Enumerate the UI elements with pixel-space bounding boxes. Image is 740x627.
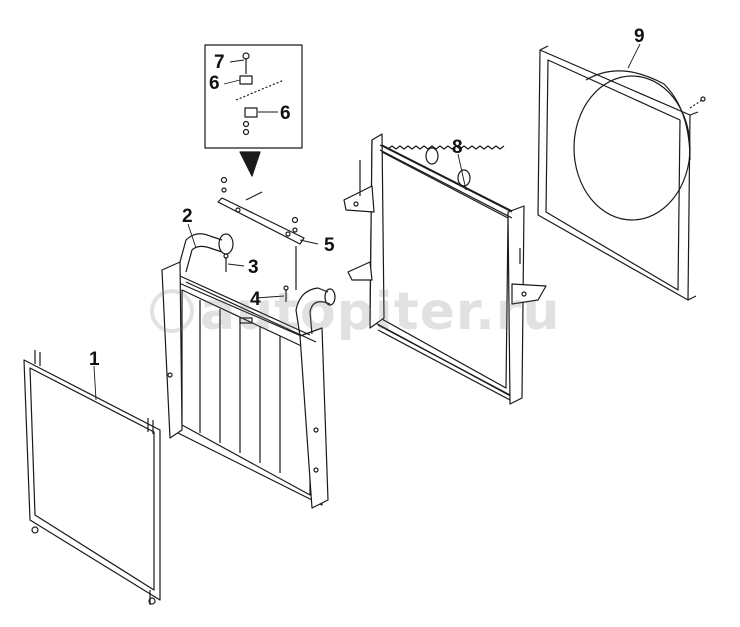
watermark-text: autopiter.ru: [200, 282, 561, 342]
callout-2: 2: [182, 206, 193, 227]
part-3-bolt: [223, 253, 229, 272]
part-9-fan-shroud: [537, 45, 706, 301]
part-5-mounting-bracket: [217, 176, 305, 290]
callout-3: 3: [248, 257, 259, 278]
callout-8: 8: [452, 137, 463, 158]
detail-inset-box: [204, 44, 303, 177]
callout-leader-lines: [93, 43, 641, 401]
part-2-intercooler: [161, 233, 336, 509]
watermark-logo: [150, 289, 194, 333]
part-4-bolt: [283, 285, 289, 302]
part-8-radiator: [343, 133, 547, 405]
callout-5: 5: [324, 235, 335, 256]
callout-9: 9: [634, 26, 645, 47]
callout-6b: 6: [280, 103, 291, 124]
callout-4: 4: [250, 289, 261, 310]
callout-7: 7: [214, 52, 225, 73]
callout-6a: 6: [209, 73, 220, 94]
callout-1: 1: [89, 349, 100, 370]
part-1-screen-frame: [23, 350, 161, 605]
